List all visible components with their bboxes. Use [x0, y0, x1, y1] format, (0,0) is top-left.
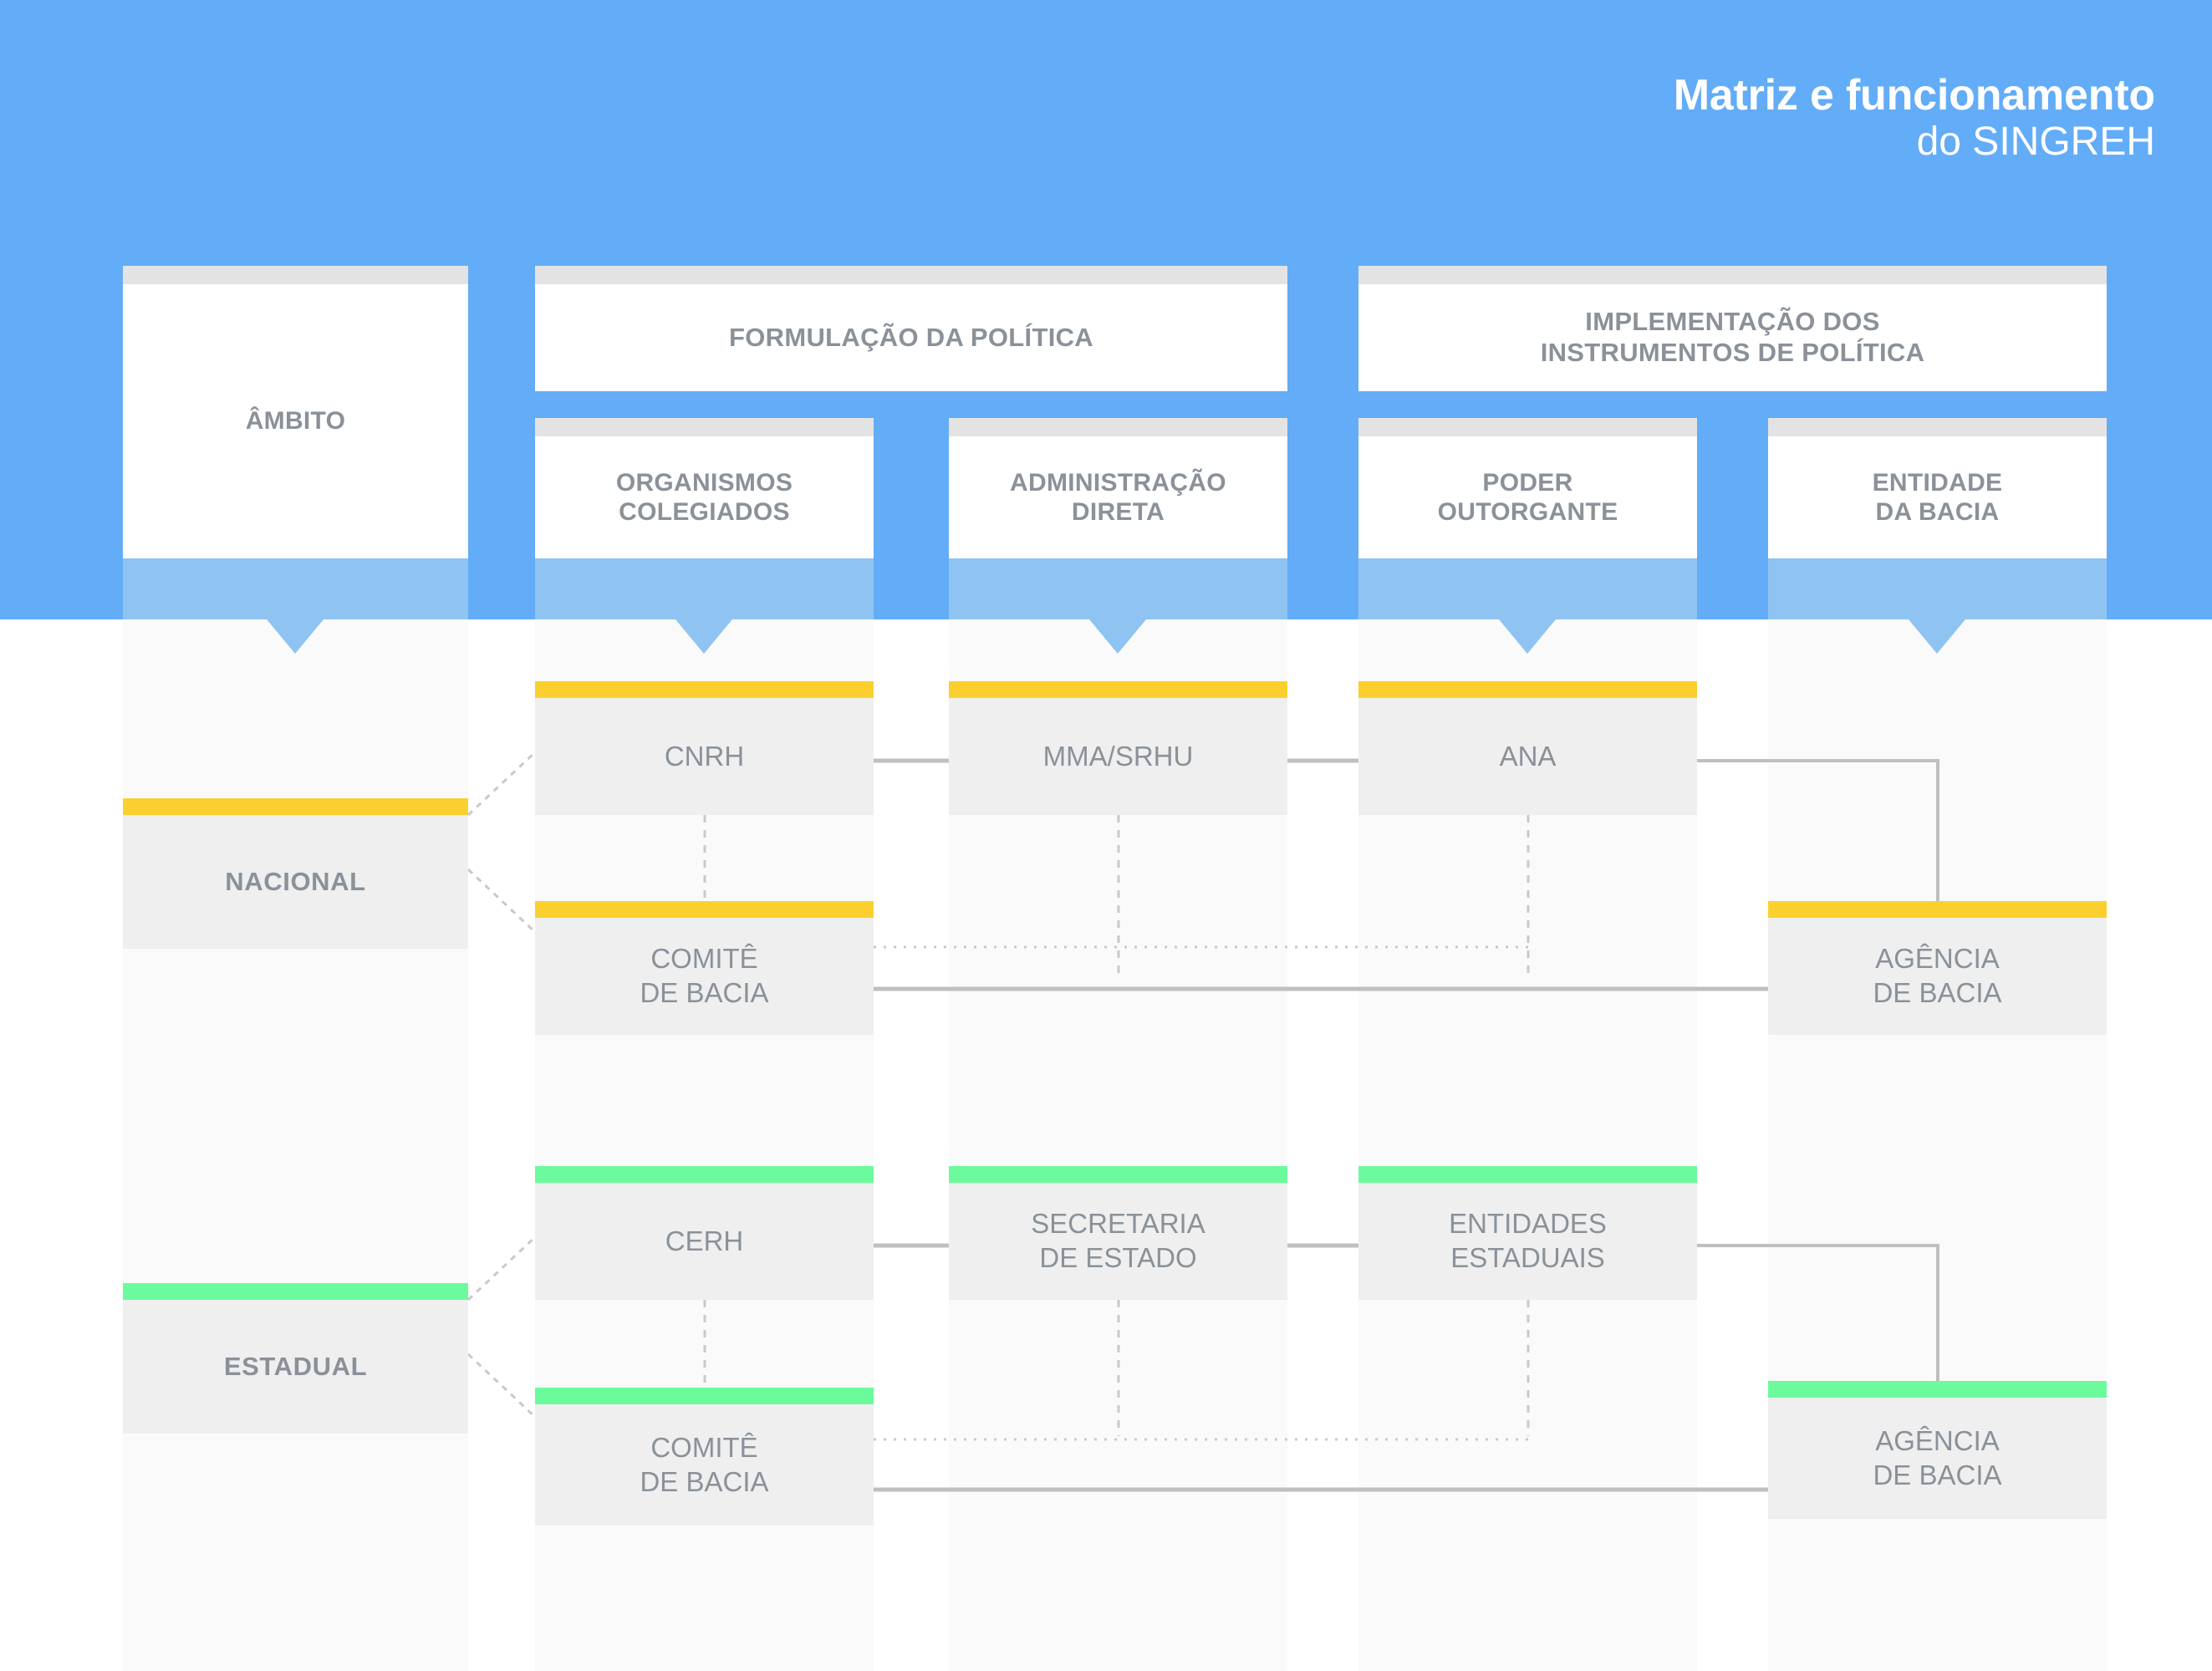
node-agencia-de-bacia-nacional[interactable]: AGÊNCIA DE BACIA: [1768, 901, 2107, 1035]
header-group-formulacao-label: FORMULAÇÃO DA POLÍTICA: [729, 322, 1093, 352]
header-sub-line1: PODER: [1482, 468, 1573, 497]
arrow-poder: [1499, 619, 1556, 654]
header-sub-poder-label: PODER OUTORGANTE: [1358, 436, 1697, 558]
arrow-entidade: [1909, 619, 1965, 654]
node-line2: ESTADUAIS: [1450, 1242, 1605, 1273]
node-comite-de-bacia-estadual[interactable]: COMITÊ DE BACIA: [535, 1388, 874, 1526]
accent-bar-nacional: [123, 798, 468, 815]
header-sub-line2: COLEGIADOS: [619, 498, 790, 526]
node-cerh[interactable]: CERH: [535, 1166, 874, 1300]
node-line1: AGÊNCIA: [1875, 943, 2000, 975]
header-sub-administracao[interactable]: ADMINISTRAÇÃO DIRETA: [949, 418, 1287, 558]
node-mma-srhu-label: MMA/SRHU: [949, 698, 1287, 815]
header-sub-administracao-label: ADMINISTRAÇÃO DIRETA: [949, 436, 1287, 558]
tail-poder: [1358, 558, 1697, 619]
header-sub-line2: DIRETA: [1071, 498, 1165, 526]
node-line1: AGÊNCIA: [1875, 1424, 2000, 1456]
node-ana[interactable]: ANA: [1358, 681, 1697, 815]
accent-bar-comite-estadual: [535, 1388, 874, 1404]
tail-administracao: [949, 558, 1287, 619]
header-sub-line2: OUTORGANTE: [1437, 498, 1618, 526]
accent-bar-cnrh: [535, 681, 874, 698]
column-stripe-scope: [123, 619, 468, 1671]
node-line2: DE BACIA: [1873, 1459, 2002, 1490]
scope-box-estadual[interactable]: ESTADUAL: [123, 1283, 468, 1434]
header-sub-organismos[interactable]: ORGANISMOS COLEGIADOS: [535, 418, 874, 558]
node-comite-de-bacia-estadual-label: COMITÊ DE BACIA: [535, 1404, 874, 1526]
node-line2: DE BACIA: [640, 1465, 769, 1497]
node-ana-label: ANA: [1358, 698, 1697, 815]
header-sub-organismos-label: ORGANISMOS COLEGIADOS: [535, 436, 874, 558]
header-cap: [1358, 418, 1697, 436]
header-cap: [949, 418, 1287, 436]
accent-bar-secretaria: [949, 1166, 1287, 1183]
node-line1: CERH: [665, 1225, 744, 1256]
header-group-implementacao-label: IMPLEMENTAÇÃO DOS INSTRUMENTOS DE POLÍTI…: [1540, 307, 1925, 367]
scope-box-nacional-label: NACIONAL: [225, 866, 366, 896]
node-line1: MMA/SRHU: [1042, 740, 1194, 772]
arrow-organismos: [675, 619, 732, 654]
arrow-scope: [267, 619, 324, 654]
header-cap: [1768, 418, 2107, 436]
node-comite-de-bacia-nacional[interactable]: COMITÊ DE BACIA: [535, 901, 874, 1035]
accent-bar-estadual: [123, 1283, 468, 1300]
accent-bar-agencia-nacional: [1768, 901, 2107, 918]
header-sub-entidade[interactable]: ENTIDADE DA BACIA: [1768, 418, 2107, 558]
header-cap: [1358, 266, 2107, 284]
node-cnrh[interactable]: CNRH: [535, 681, 874, 815]
node-comite-de-bacia-nacional-label: COMITÊ DE BACIA: [535, 918, 874, 1035]
header-scope[interactable]: ÂMBITO: [123, 266, 468, 558]
node-agencia-de-bacia-estadual-label: AGÊNCIA DE BACIA: [1768, 1398, 2107, 1519]
header-sub-line1: ADMINISTRAÇÃO: [1010, 468, 1226, 497]
node-line1: COMITÊ: [650, 943, 758, 975]
node-cerh-label: CERH: [535, 1183, 874, 1300]
node-entidades-estaduais-label: ENTIDADES ESTADUAIS: [1358, 1183, 1697, 1300]
accent-bar-comite-nacional: [535, 901, 874, 918]
scope-box-nacional[interactable]: NACIONAL: [123, 798, 468, 949]
header-group-implementacao[interactable]: IMPLEMENTAÇÃO DOS INSTRUMENTOS DE POLÍTI…: [1358, 266, 2107, 391]
header-sub-line1: ORGANISMOS: [615, 468, 793, 497]
accent-bar-mma-srhu: [949, 681, 1287, 698]
node-line2: DE BACIA: [640, 977, 769, 1008]
accent-bar-agencia-estadual: [1768, 1381, 2107, 1398]
accent-bar-entidades: [1358, 1166, 1697, 1183]
node-line1: ANA: [1499, 740, 1557, 772]
title-sub-line: do SINGREH: [1916, 120, 2155, 165]
node-line1: COMITÊ: [650, 1431, 758, 1463]
header-sub-line1: ENTIDADE: [1872, 468, 2003, 497]
header-cap: [535, 266, 1287, 284]
node-cnrh-label: CNRH: [535, 698, 874, 815]
node-agencia-de-bacia-estadual[interactable]: AGÊNCIA DE BACIA: [1768, 1381, 2107, 1519]
header-group-formulacao[interactable]: FORMULAÇÃO DA POLÍTICA: [535, 266, 1287, 391]
node-line1: SECRETARIA: [1031, 1208, 1205, 1240]
arrow-administracao: [1089, 619, 1146, 654]
node-secretaria-de-estado[interactable]: SECRETARIA DE ESTADO: [949, 1166, 1287, 1300]
header-cap: [123, 266, 468, 284]
title-main-line: Matriz e funcionamento: [1673, 71, 2156, 120]
accent-bar-cerh: [535, 1166, 874, 1183]
node-mma-srhu[interactable]: MMA/SRHU: [949, 681, 1287, 815]
node-entidades-estaduais[interactable]: ENTIDADES ESTADUAIS: [1358, 1166, 1697, 1300]
node-line2: DE ESTADO: [1039, 1242, 1197, 1273]
node-agencia-de-bacia-nacional-label: AGÊNCIA DE BACIA: [1768, 918, 2107, 1035]
header-scope-label: ÂMBITO: [245, 407, 346, 436]
header-sub-entidade-label: ENTIDADE DA BACIA: [1768, 436, 2107, 558]
tail-organismos: [535, 558, 874, 619]
page-title: Matriz e funcionamento do SINGREH: [1673, 71, 2156, 165]
tail-scope: [123, 558, 468, 619]
header-sub-line2: DA BACIA: [1875, 498, 2000, 526]
tail-entidade: [1768, 558, 2107, 619]
header-sub-poder[interactable]: PODER OUTORGANTE: [1358, 418, 1697, 558]
scope-box-estadual-label: ESTADUAL: [223, 1351, 368, 1381]
header-cap: [535, 418, 874, 436]
node-line1: CNRH: [664, 740, 745, 772]
accent-bar-ana: [1358, 681, 1697, 698]
node-secretaria-de-estado-label: SECRETARIA DE ESTADO: [949, 1183, 1287, 1300]
node-line1: ENTIDADES: [1449, 1208, 1607, 1240]
node-line2: DE BACIA: [1873, 977, 2002, 1008]
